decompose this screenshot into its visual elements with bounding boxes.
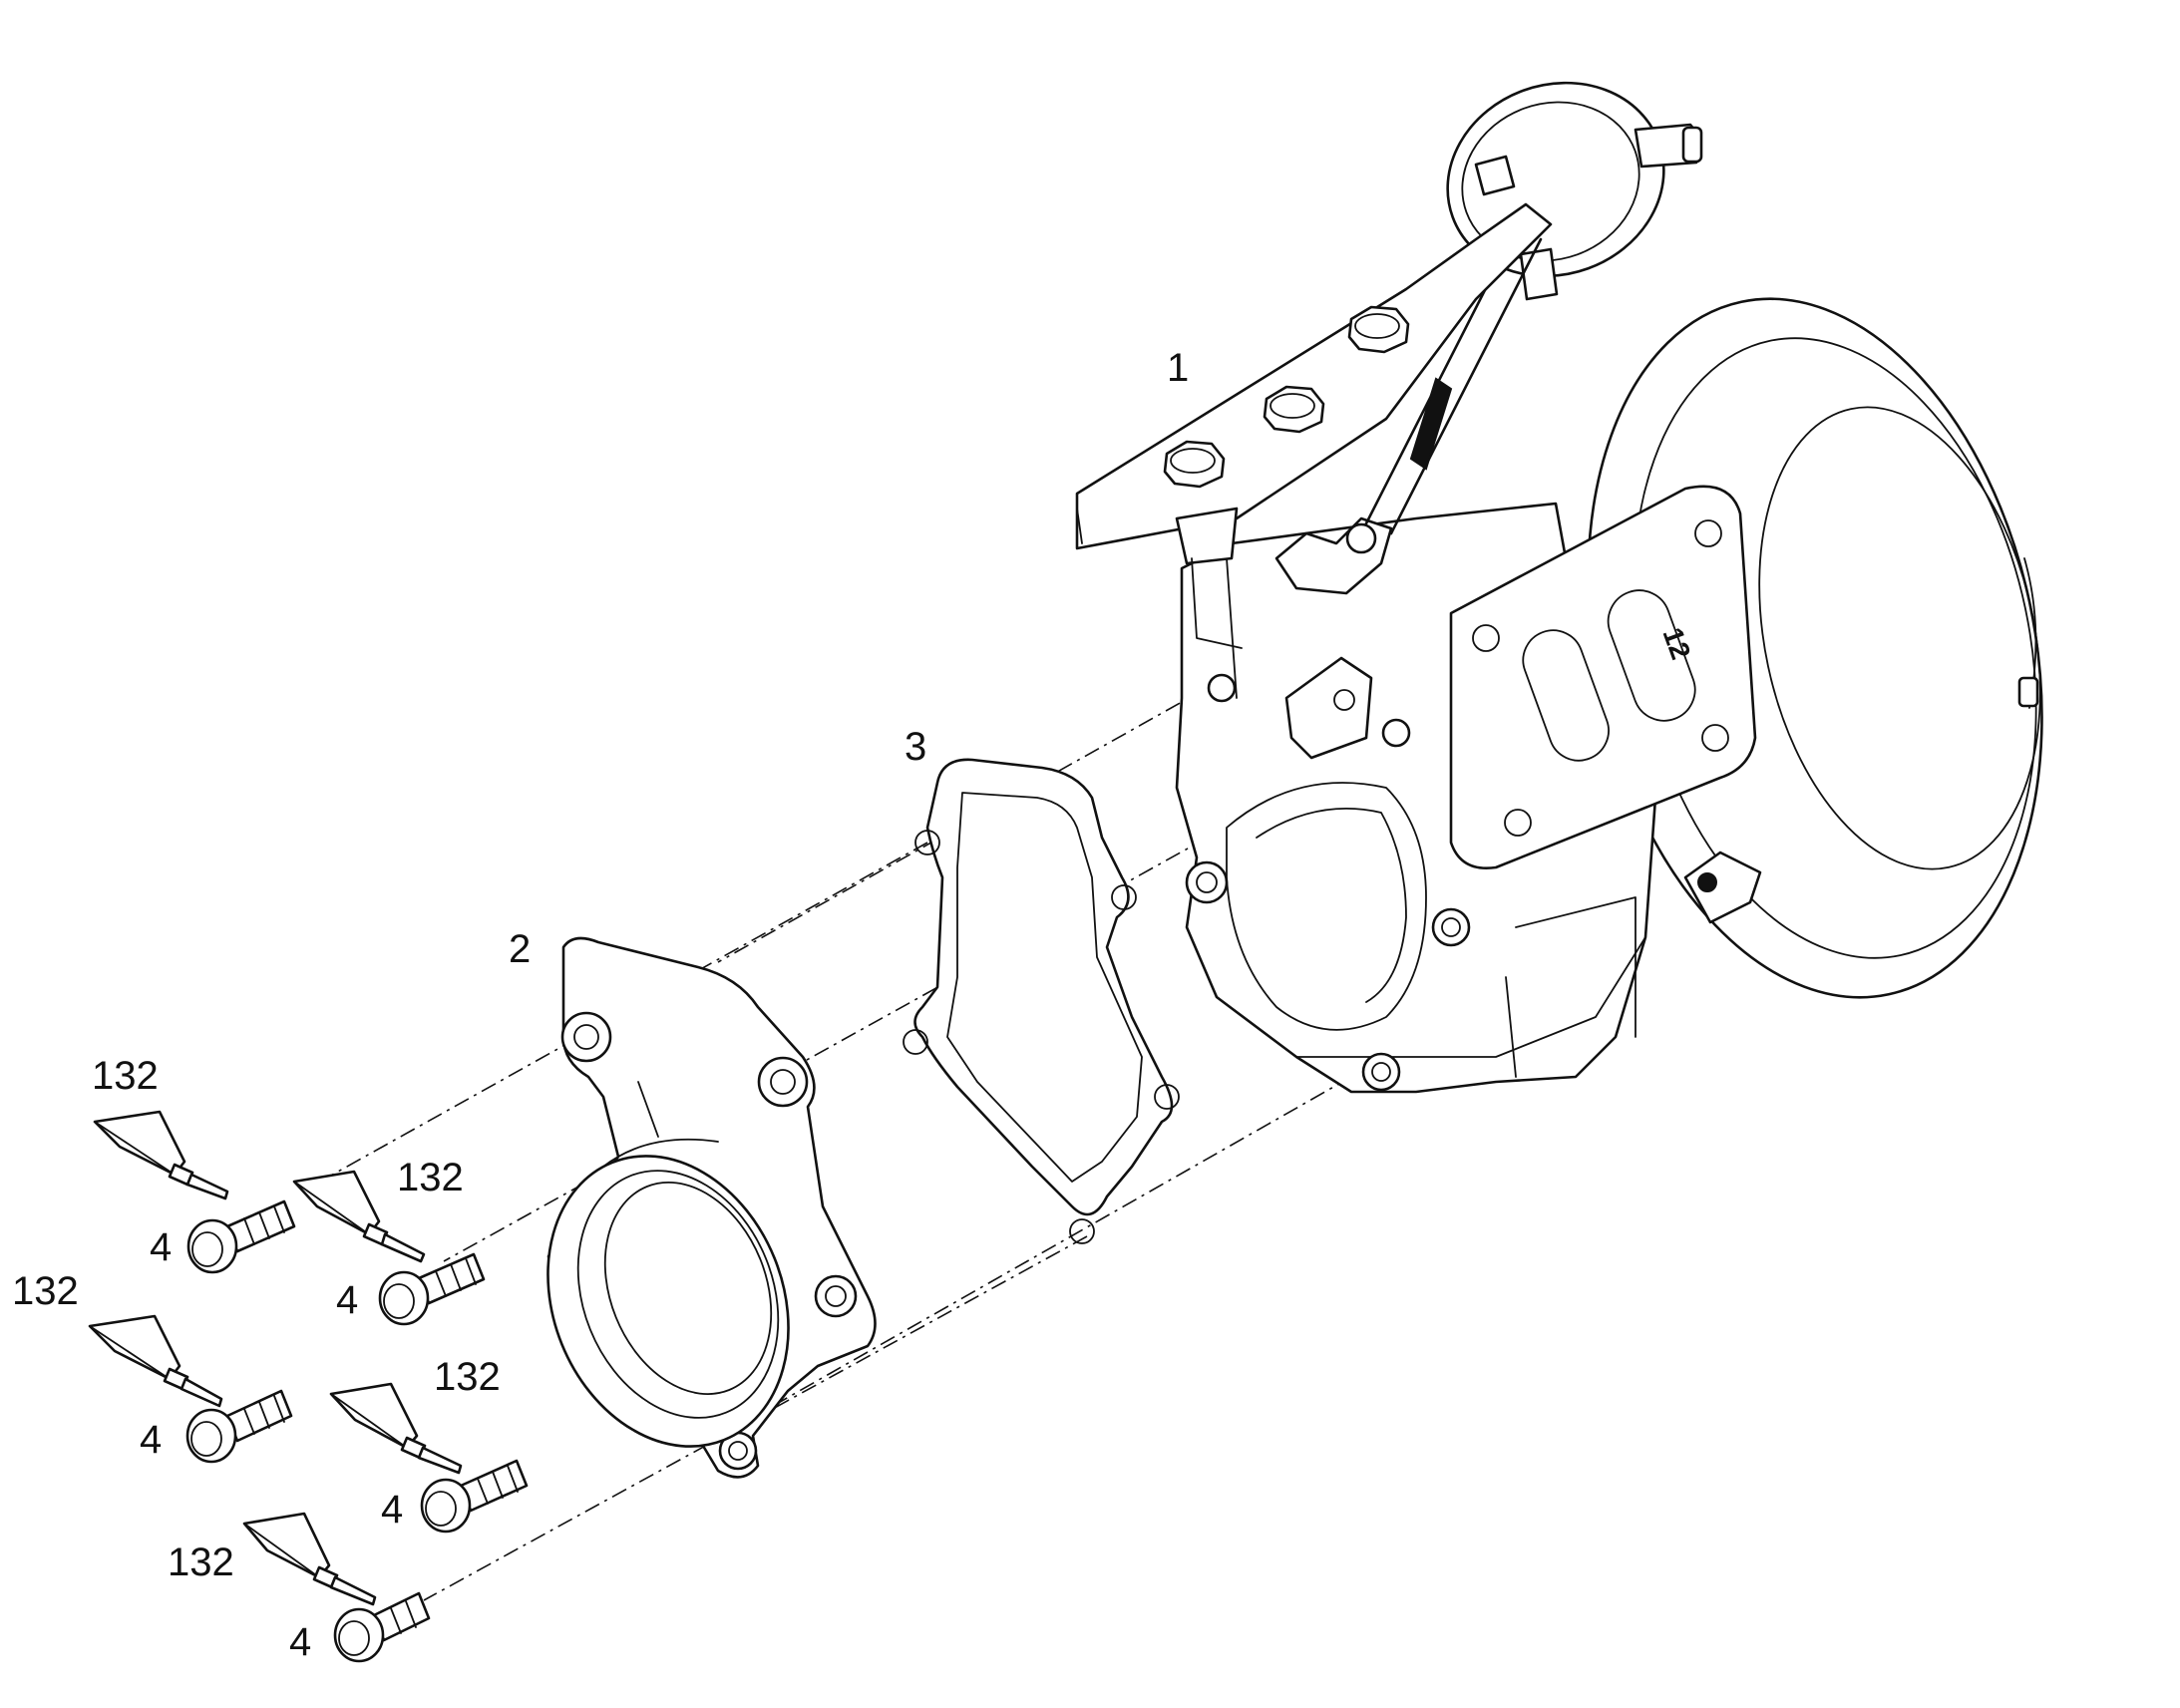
screw-3 bbox=[185, 1389, 293, 1464]
callout-3: 3 bbox=[905, 725, 926, 769]
callout-132-e: 132 bbox=[168, 1540, 234, 1584]
callout-132-b: 132 bbox=[397, 1156, 464, 1199]
sealing-compound-tubes bbox=[88, 1110, 463, 1606]
compound-tube-3 bbox=[88, 1314, 223, 1408]
callout-4-c: 4 bbox=[140, 1418, 162, 1462]
bracket-bolt-1 bbox=[1163, 440, 1226, 489]
callout-4-b: 4 bbox=[336, 1278, 358, 1322]
turbine-inlet-flange: 12 bbox=[1449, 485, 1757, 870]
adapter bbox=[546, 936, 877, 1479]
actuator-bracket bbox=[1075, 202, 1553, 649]
bracket-bolt-3 bbox=[1347, 305, 1410, 354]
callout-labels: 1 2 3 4 4 4 4 4 132 132 132 132 132 bbox=[12, 346, 1189, 1664]
bracket-bolt-2 bbox=[1263, 385, 1325, 434]
compound-tube-1 bbox=[93, 1110, 229, 1200]
gasket bbox=[903, 758, 1180, 1244]
callout-1: 1 bbox=[1167, 346, 1189, 390]
callout-132-d: 132 bbox=[434, 1355, 501, 1399]
callout-132-c: 132 bbox=[12, 1269, 79, 1313]
compound-tube-5 bbox=[242, 1512, 377, 1606]
compound-tube-2 bbox=[292, 1170, 426, 1263]
callout-132-a: 132 bbox=[92, 1054, 159, 1098]
callout-2: 2 bbox=[509, 927, 531, 971]
callout-4-d: 4 bbox=[381, 1488, 403, 1532]
compressor-housing bbox=[1587, 297, 2043, 999]
screws bbox=[185, 1199, 529, 1663]
compound-tube-4 bbox=[329, 1382, 463, 1475]
screw-5 bbox=[333, 1591, 431, 1663]
callout-4-e: 4 bbox=[289, 1620, 311, 1664]
turbocharger-assembly: 12 bbox=[1075, 81, 2043, 1094]
screw-4 bbox=[420, 1459, 529, 1534]
callout-4-a: 4 bbox=[150, 1225, 172, 1269]
screw-2 bbox=[378, 1252, 486, 1326]
screw-1 bbox=[186, 1199, 296, 1274]
